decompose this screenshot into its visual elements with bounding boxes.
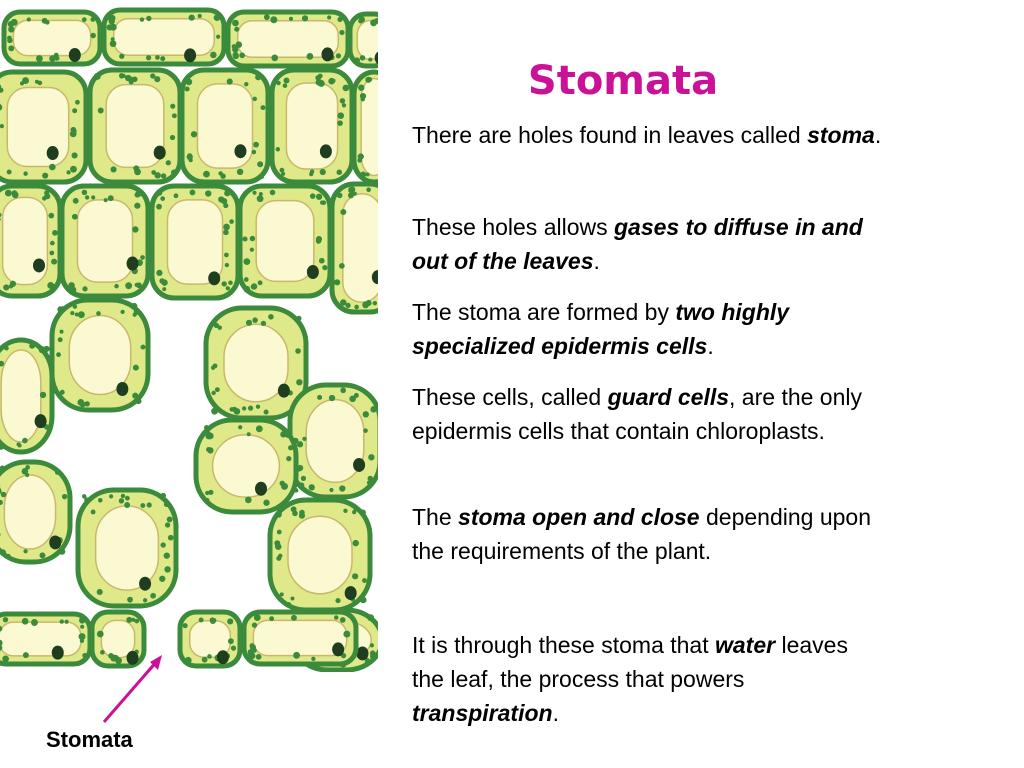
nucleus bbox=[332, 642, 345, 657]
plant-cell bbox=[203, 305, 309, 421]
nucleus bbox=[34, 414, 47, 429]
slide-title: Stomata bbox=[527, 58, 719, 104]
paragraph-epidermis-cells: The stoma are formed by two highly speci… bbox=[412, 295, 882, 363]
plant-cell bbox=[149, 183, 241, 301]
nucleus bbox=[321, 47, 334, 62]
emphasis-text: stoma open and close bbox=[458, 504, 700, 530]
body-text: . bbox=[593, 248, 600, 274]
leaf-cells-diagram bbox=[0, 7, 378, 672]
nucleus bbox=[126, 256, 139, 271]
nucleus bbox=[374, 51, 378, 65]
plant-cell bbox=[1, 9, 103, 67]
body-text: . bbox=[552, 700, 559, 726]
nucleus bbox=[356, 646, 369, 661]
body-text: The stoma are formed by bbox=[412, 299, 676, 325]
stomata-arrowhead bbox=[150, 655, 162, 670]
emphasis-text: stoma bbox=[807, 122, 875, 148]
nucleus bbox=[51, 645, 64, 660]
body-text: There are holes found in leaves called bbox=[412, 122, 808, 148]
paragraph-open-close: The stoma open and close depending upon … bbox=[412, 500, 882, 568]
plant-cell bbox=[225, 9, 351, 69]
emphasis-text: gases to diffuse in and out of the leave… bbox=[412, 214, 863, 274]
nucleus bbox=[49, 535, 62, 550]
plant-cell bbox=[89, 609, 147, 669]
paragraph-stoma-definition: There are holes found in leaves called s… bbox=[412, 118, 882, 152]
stomata-caption: Stomata bbox=[46, 727, 133, 752]
paragraph-transpiration: It is through these stoma that water lea… bbox=[412, 628, 882, 730]
body-text: . bbox=[707, 333, 714, 359]
nucleus bbox=[353, 457, 366, 472]
plant-cell bbox=[179, 67, 271, 185]
plant-cell bbox=[269, 67, 355, 185]
emphasis-text: water bbox=[715, 632, 776, 658]
body-text: depending upon the requirements of the p… bbox=[412, 504, 871, 564]
nucleus bbox=[68, 47, 81, 62]
paragraph-guard-cells: These cells, called guard cells, are the… bbox=[412, 380, 882, 448]
plant-cell bbox=[0, 69, 89, 185]
nucleus bbox=[371, 270, 378, 285]
plant-cell bbox=[0, 459, 73, 565]
plant-cell bbox=[0, 183, 63, 299]
plant-cell bbox=[267, 497, 373, 613]
nucleus bbox=[234, 144, 247, 159]
plant-cell bbox=[241, 609, 359, 667]
plant-cell bbox=[193, 417, 299, 515]
nucleus bbox=[139, 576, 152, 591]
body-text: It is through these stoma that bbox=[412, 632, 715, 658]
plant-cell bbox=[59, 183, 151, 299]
body-text: , are the only epidermis cells that cont… bbox=[412, 384, 862, 444]
nucleus bbox=[116, 381, 129, 396]
plant-cell bbox=[237, 183, 333, 299]
nucleus bbox=[319, 144, 332, 159]
body-text: These cells, called bbox=[412, 384, 608, 410]
plant-cell bbox=[0, 337, 55, 455]
body-text: The bbox=[412, 504, 459, 530]
nucleus bbox=[46, 146, 59, 161]
arrow-overlay bbox=[102, 655, 162, 723]
nucleus bbox=[184, 48, 197, 63]
emphasis-text: transpiration bbox=[412, 700, 553, 726]
nucleus bbox=[344, 586, 357, 601]
plant-cell bbox=[87, 67, 183, 185]
plant-cell bbox=[177, 609, 243, 669]
nucleus bbox=[277, 383, 290, 398]
plant-cell bbox=[75, 487, 179, 609]
plant-cell bbox=[287, 382, 378, 500]
nucleus bbox=[153, 145, 166, 160]
body-text: leaves the leaf, the process that powers bbox=[412, 632, 848, 692]
body-text: . bbox=[874, 122, 882, 148]
nucleus bbox=[126, 650, 139, 665]
plant-cell bbox=[101, 7, 227, 67]
plant-cell bbox=[49, 297, 151, 413]
nucleus bbox=[32, 258, 45, 273]
nucleus bbox=[216, 650, 229, 665]
paragraph-gas-diffusion: These holes allows gases to diffuse in a… bbox=[412, 210, 882, 278]
emphasis-text: guard cells bbox=[607, 384, 730, 410]
body-text: These holes allows bbox=[412, 214, 614, 240]
nucleus bbox=[255, 481, 268, 496]
nucleus bbox=[306, 265, 319, 280]
plant-cell bbox=[329, 181, 378, 315]
nucleus bbox=[208, 271, 221, 286]
stomata-arrow bbox=[102, 659, 160, 723]
plant-cell bbox=[351, 69, 378, 185]
emphasis-text: two highly specialized epidermis cells bbox=[412, 299, 790, 359]
plant-cell bbox=[347, 11, 378, 69]
